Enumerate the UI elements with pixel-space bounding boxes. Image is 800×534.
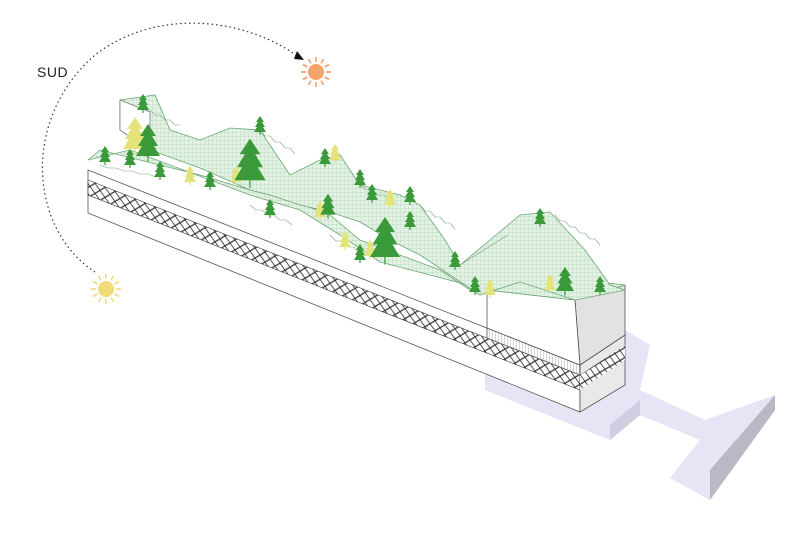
stair-steps xyxy=(99,109,601,266)
tree-icon xyxy=(234,138,266,181)
sun-icon xyxy=(301,57,331,87)
tree-icon xyxy=(469,276,481,292)
arrow-head-icon xyxy=(294,51,304,60)
tree-icon xyxy=(124,149,136,165)
tree-icon xyxy=(264,199,276,215)
tree-icon xyxy=(594,276,606,292)
tree-icon xyxy=(534,208,546,224)
tree-icon xyxy=(366,184,378,200)
tree-icon xyxy=(354,169,366,185)
tree-icon xyxy=(320,193,336,215)
tree-icon xyxy=(99,146,111,162)
tree-icon xyxy=(319,148,331,164)
tree-icon xyxy=(154,161,166,177)
tree-icon xyxy=(136,124,160,156)
tree-icon xyxy=(404,186,416,202)
sun-icon xyxy=(91,274,121,304)
tree-icon xyxy=(404,211,416,227)
tree-icon xyxy=(370,217,400,257)
tree-icon xyxy=(254,116,266,132)
ground-side xyxy=(710,395,775,500)
tree-icon xyxy=(329,144,341,160)
tree-icon xyxy=(184,166,196,182)
tree-icon xyxy=(449,251,461,267)
tree-icon xyxy=(384,189,396,205)
tree-icon xyxy=(339,231,351,247)
trees-group xyxy=(99,94,606,298)
tree-icon xyxy=(556,267,574,291)
tree-icon xyxy=(354,244,366,260)
orientation-label: SUD xyxy=(37,64,69,80)
tree-icon xyxy=(544,274,556,290)
tree-icon xyxy=(204,171,216,187)
tree-icon xyxy=(137,94,149,110)
tree-icon xyxy=(484,279,496,295)
